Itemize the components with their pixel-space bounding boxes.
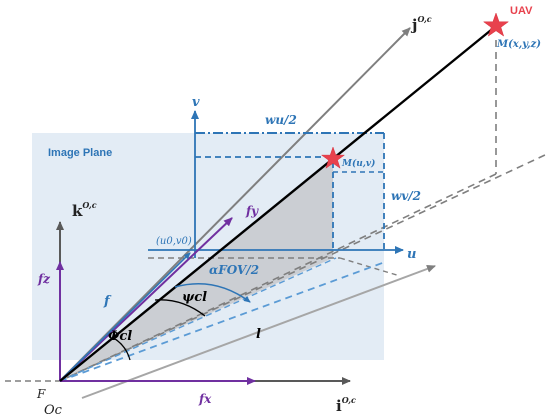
- wv-half-label: wv/2: [391, 189, 421, 203]
- ground-projection-dashed: [59, 257, 337, 382]
- phi-label: Φcl: [108, 329, 132, 344]
- axis-k-label: kO,c: [72, 200, 97, 220]
- f-vector: [59, 252, 191, 382]
- origin-label: Oc: [44, 403, 63, 418]
- line-of-sight: [59, 25, 497, 382]
- ground-line-right: [59, 154, 546, 382]
- point-image-label: M(u,v): [341, 158, 375, 169]
- uav-star-icon: [482, 12, 510, 37]
- alpha-fov-arc: [174, 282, 251, 303]
- axis-j-label: jO,c: [410, 14, 432, 34]
- fz-label: fz: [37, 272, 51, 286]
- optical-dashed-line: [59, 261, 386, 382]
- uav-ground-diag: [59, 173, 497, 382]
- uav-label: UAV: [510, 5, 533, 17]
- alpha-fov-label: αFOV/2: [209, 263, 259, 277]
- psi-label: ψcl: [182, 290, 207, 305]
- l-label: l: [256, 327, 261, 342]
- principal-point-label: (u0,v0): [156, 236, 192, 247]
- axis-u-label: u: [407, 247, 416, 262]
- psi-arc: [154, 299, 206, 317]
- wu-half-label: wu/2: [265, 113, 297, 127]
- axis-v-label: v: [192, 95, 200, 110]
- f-label: f: [103, 294, 112, 309]
- point-3d-label: M(x,y,z): [496, 39, 541, 50]
- image-plane-title: Image Plane: [48, 147, 112, 159]
- fx-label: fx: [198, 392, 212, 406]
- fy-label: fy: [245, 204, 259, 218]
- image-point-star-icon: [320, 146, 346, 169]
- j-axis: [59, 27, 411, 382]
- phi-arc: [111, 336, 131, 361]
- focal-point-label: F: [36, 387, 46, 401]
- l-axis: [81, 265, 436, 399]
- axis-i-label: iO,c: [336, 395, 356, 415]
